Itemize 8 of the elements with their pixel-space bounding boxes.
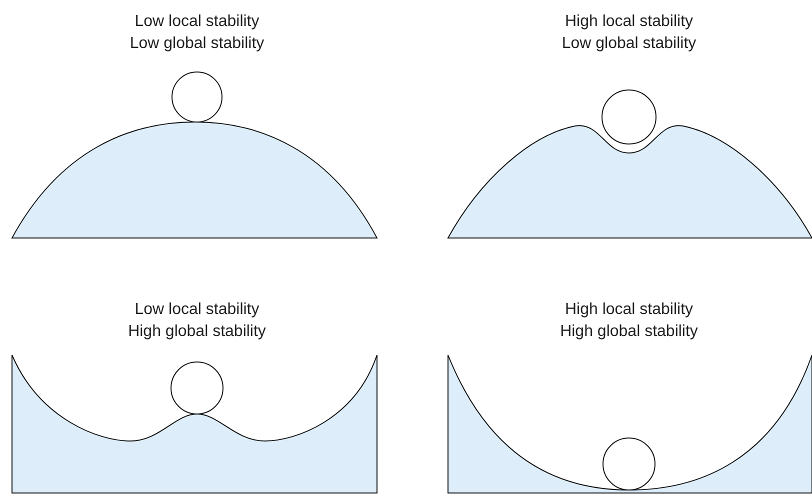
panel-caption: Low local stability [134,300,260,320]
panel-caption: Low global stability [130,34,264,54]
panel-caption: High local stability [564,300,694,320]
panel-caption: Low local stability [134,12,260,32]
panel-caption: High global stability [128,322,266,342]
panel-caption: High global stability [560,322,698,342]
panel-caption: High local stability [564,12,694,32]
panel-caption: Low global stability [562,34,696,54]
